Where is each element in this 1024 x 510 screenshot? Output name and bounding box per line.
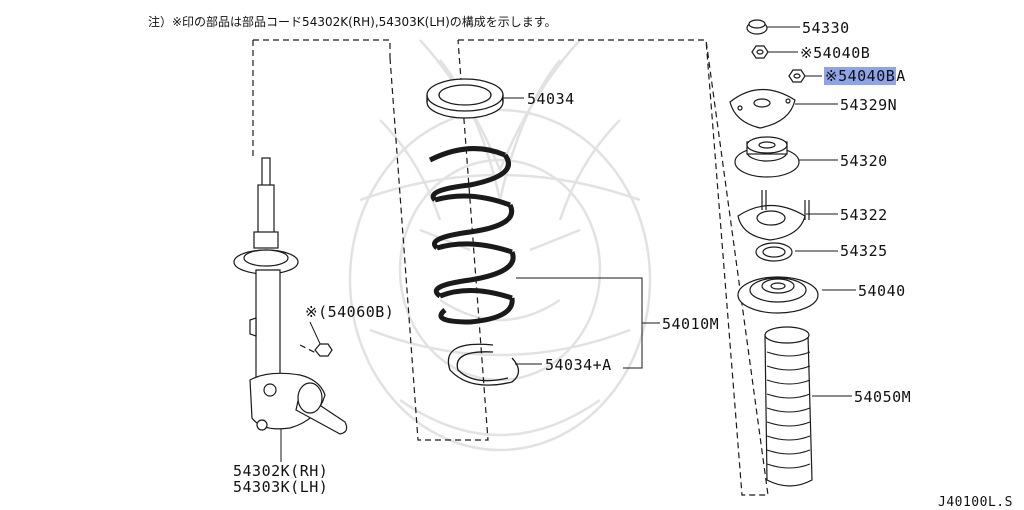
callout-54040ba-suffix: A — [896, 67, 906, 85]
coil-spring-54010m — [428, 146, 516, 325]
spring-group — [426, 78, 520, 386]
parts-note: 注）※印の部品は部品コード54302K(RH),54303K(LH)の構成を示し… — [148, 15, 557, 29]
boot-54050m — [764, 326, 813, 487]
spring-seat-54034 — [426, 78, 504, 119]
callout-54322[interactable]: 54322 — [840, 206, 888, 224]
seat-54040 — [737, 276, 819, 314]
callout-54034a[interactable]: 54034+A — [545, 356, 612, 374]
callout-54060b[interactable]: ※(54060B) — [305, 303, 395, 321]
insulator-54322 — [737, 190, 810, 241]
strut-assembly — [233, 157, 348, 435]
callout-54330[interactable]: 54330 — [802, 19, 850, 37]
seat-54325 — [755, 242, 793, 262]
leader-lines — [280, 26, 856, 462]
callout-54040ba-highlight: ※54040B — [824, 67, 897, 85]
plate-54329n — [729, 88, 796, 129]
callout-54325[interactable]: 54325 — [840, 242, 888, 260]
callout-54050m[interactable]: 54050M — [854, 388, 912, 406]
callout-54040ba[interactable]: ※54040BA — [824, 67, 906, 85]
callout-54010m[interactable]: 54010M — [662, 315, 720, 333]
strut-mount-stack — [729, 19, 819, 487]
cap-54330 — [746, 19, 768, 35]
nut-54040ba — [788, 69, 806, 83]
nut-54040b — [751, 45, 769, 59]
callout-54329n[interactable]: 54329N — [840, 96, 898, 114]
diagram-code: J40100L.S — [938, 495, 1013, 510]
callout-54040[interactable]: 54040 — [858, 282, 906, 300]
spring-insulator-54034a — [447, 343, 520, 386]
callout-54303k[interactable]: 54303K(LH) — [233, 478, 329, 496]
callout-54302k[interactable]: 54302K(RH) — [233, 462, 329, 480]
assembly-boundaries — [252, 39, 769, 496]
mount-54320 — [734, 136, 800, 178]
callout-54040b[interactable]: ※54040B — [800, 44, 871, 62]
callout-54034[interactable]: 54034 — [527, 90, 575, 108]
callout-54320[interactable]: 54320 — [840, 152, 888, 170]
